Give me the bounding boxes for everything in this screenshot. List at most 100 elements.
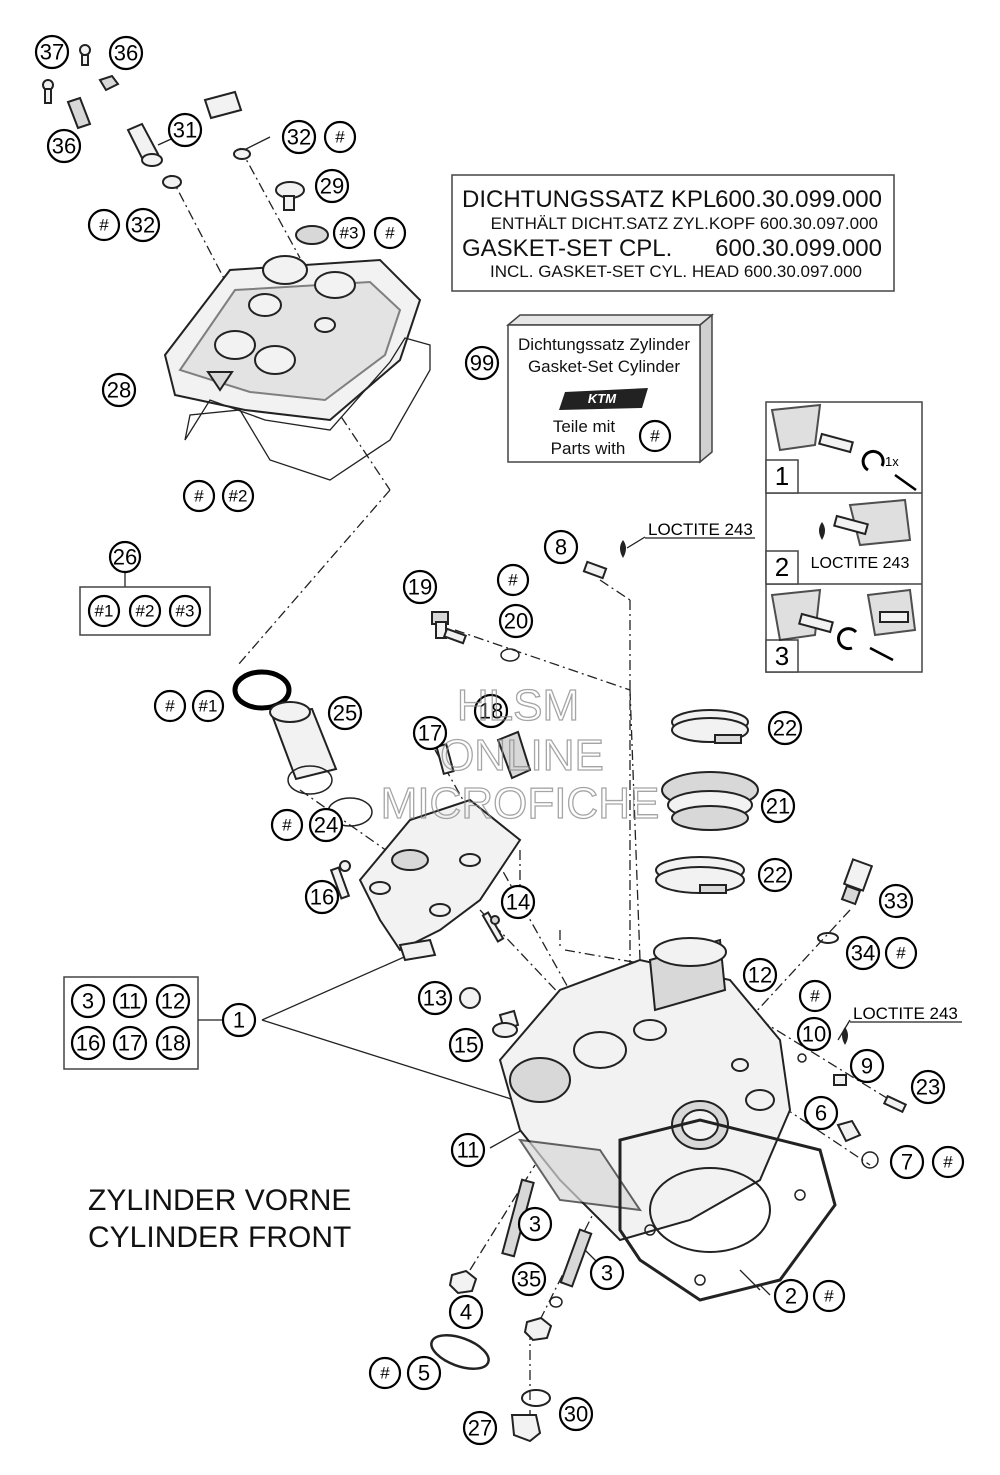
svg-text:26: 26 (113, 545, 137, 570)
callout-14: 14 (500, 884, 536, 920)
callout-36b: 36 (46, 128, 82, 164)
set-1-item-12: 12 (155, 983, 191, 1019)
svg-text:KTM: KTM (588, 391, 617, 406)
svg-text:#: # (810, 987, 820, 1006)
callout-32b: 32 (125, 207, 161, 243)
svg-text:21: 21 (766, 794, 790, 819)
svg-text:#: # (282, 816, 292, 835)
svg-text:13: 13 (423, 986, 447, 1011)
callouts: 37 36 36 31 32 # # 32 29 #3 # 28 # #2 8 … (34, 34, 965, 1446)
svg-text:32: 32 (131, 213, 155, 238)
set-1-item-18: 18 (155, 1025, 191, 1061)
callout-20: 20 (498, 603, 534, 639)
callout-32a-hash: # (323, 120, 357, 154)
svg-text:#: # (650, 427, 660, 446)
callout-18: 18 (473, 693, 509, 729)
callout-16: 16 (304, 879, 340, 915)
svg-text:23: 23 (916, 1075, 940, 1100)
callout-37: 37 (34, 34, 70, 70)
oil-filler-seal-ring (232, 669, 373, 827)
svg-text:4: 4 (460, 1300, 472, 1325)
set-1-item-16: 16 (70, 1025, 106, 1061)
ktm-logo: KTM (559, 388, 648, 410)
svg-text:#: # (335, 128, 345, 147)
callout-20-hash: # (496, 563, 530, 597)
callout-10: 10 (796, 1016, 832, 1052)
svg-text:#2: #2 (136, 602, 155, 621)
svg-text:#2: #2 (229, 487, 248, 506)
gasket-line1-label: DICHTUNGSSATZ KPL. (462, 186, 723, 213)
callout-17: 17 (412, 715, 448, 751)
svg-text:29: 29 (320, 174, 344, 199)
callout-13: 13 (417, 980, 453, 1016)
watermark: HLSM ONLINE MICROFICHE (380, 680, 660, 828)
callout-25-hash1: #1 (191, 689, 225, 723)
studs-and-nuts (430, 1178, 593, 1443)
callout-27: 27 (462, 1410, 498, 1446)
callout-gasket-hash2: #2 (221, 479, 255, 513)
callout-gasket-hash: # (182, 479, 216, 513)
svg-text:#: # (385, 224, 395, 243)
callout-15: 15 (448, 1027, 484, 1063)
callout-32b-hash: # (87, 208, 121, 242)
step-1-note: 1x (885, 454, 899, 469)
svg-text:12: 12 (748, 963, 772, 988)
svg-text:#1: #1 (199, 697, 218, 716)
svg-text:15: 15 (454, 1033, 478, 1058)
svg-text:#: # (99, 216, 109, 235)
set-26-item-3: #3 (168, 594, 202, 628)
svg-text:#3: #3 (176, 602, 195, 621)
callout-25-hash: # (153, 689, 187, 723)
svg-text:#3: #3 (340, 224, 359, 243)
camshaft-bearing-bridge (358, 798, 522, 962)
svg-text:LOCTITE 243: LOCTITE 243 (853, 1004, 958, 1023)
kit-line1: Dichtungssatz Zylinder (518, 335, 690, 354)
callout-7: 7 (889, 1144, 925, 1180)
temperature-sensor-33 (817, 858, 874, 944)
svg-text:3: 3 (601, 1261, 613, 1286)
callout-99: 99 (464, 345, 500, 381)
svg-text:27: 27 (468, 1416, 492, 1441)
svg-text:17: 17 (418, 721, 442, 746)
kit-line2: Gasket-Set Cylinder (528, 357, 680, 376)
kit-package-box: Dichtungssatz Zylinder Gasket-Set Cylind… (464, 313, 715, 464)
callout-22a: 22 (767, 710, 803, 746)
loctite-label-upper: LOCTITE 243 (645, 520, 755, 539)
loctite-label-lower: LOCTITE 243 (850, 1004, 962, 1023)
svg-text:24: 24 (314, 813, 338, 838)
callout-6: 6 (803, 1095, 839, 1131)
svg-text:35: 35 (517, 1267, 541, 1292)
small-fittings-right (459, 987, 908, 1169)
svg-text:6: 6 (815, 1101, 827, 1126)
svg-text:18: 18 (161, 1031, 185, 1056)
callout-22b: 22 (757, 857, 793, 893)
callout-29-hash3: #3 (332, 216, 366, 250)
set-26-item-1: #1 (87, 594, 121, 628)
cylinder-head (498, 937, 792, 1242)
step-2-number: 2 (775, 552, 789, 582)
svg-text:16: 16 (76, 1031, 100, 1056)
callout-32a: 32 (281, 119, 317, 155)
diagram-title: ZYLINDER VORNE CYLINDER FRONT (88, 1184, 351, 1254)
svg-text:32: 32 (287, 125, 311, 150)
svg-text:34: 34 (851, 941, 875, 966)
svg-text:20: 20 (504, 609, 528, 634)
gasket-line3-label: GASKET-SET CPL. (462, 235, 672, 262)
svg-text:#1: #1 (95, 602, 114, 621)
svg-text:36: 36 (114, 41, 138, 66)
callout-36a: 36 (108, 35, 144, 71)
svg-text:#: # (508, 571, 518, 590)
callout-33: 33 (878, 883, 914, 919)
svg-text:18: 18 (479, 699, 503, 724)
svg-text:8: 8 (555, 535, 567, 560)
callout-5-hash: # (368, 1356, 402, 1390)
svg-text:36: 36 (52, 134, 76, 159)
callout-21: 21 (760, 788, 796, 824)
svg-text:33: 33 (884, 889, 908, 914)
step-2-note: LOCTITE 243 (811, 555, 910, 572)
valve-cover-gasket (184, 337, 431, 481)
callout-28: 28 (101, 372, 137, 408)
kit-line4: Parts with (551, 439, 626, 458)
svg-text:30: 30 (564, 1402, 588, 1427)
